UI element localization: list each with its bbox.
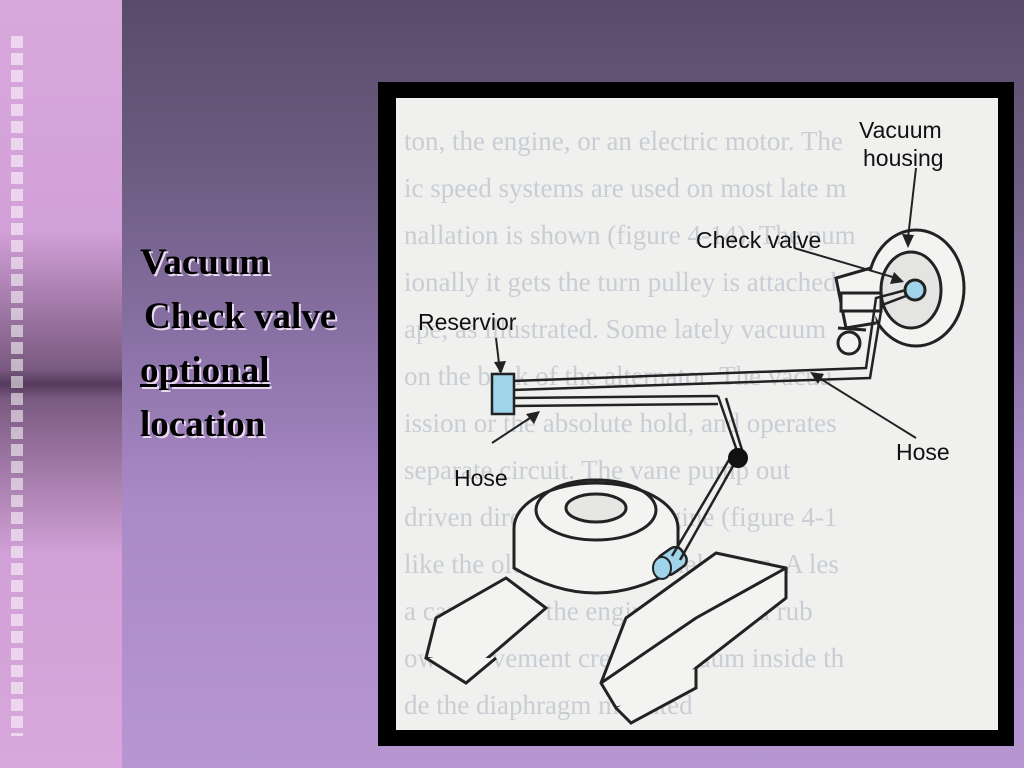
background-text-line: ape, as illustrated. Some lately vacuum bbox=[404, 314, 826, 344]
title-line-4: location bbox=[140, 404, 266, 445]
label-reservior: Reservior bbox=[418, 309, 517, 335]
hose-lines bbox=[511, 288, 907, 561]
background-text-line: ton, the engine, or an electric motor. T… bbox=[404, 126, 843, 156]
square-pattern bbox=[8, 36, 26, 736]
background-text-line: ic speed systems are used on most late m bbox=[404, 173, 846, 203]
background-text-line: ission or the absolute hold, and operate… bbox=[404, 408, 837, 438]
label-vacuum-line1: Vacuum bbox=[859, 117, 942, 143]
label-check-valve: Check valve bbox=[696, 227, 821, 253]
diagram-frame: ton, the engine, or an electric motor. T… bbox=[378, 82, 1014, 746]
vacuum-housing-drawing bbox=[834, 228, 966, 356]
vacuum-diagram: ton, the engine, or an electric motor. T… bbox=[404, 117, 966, 725]
title-line-2: Check valve bbox=[144, 296, 337, 337]
label-hose-left: Hose bbox=[454, 465, 508, 491]
background-text-line: ionally it gets the turn pulley is attac… bbox=[404, 267, 837, 297]
title-line-3: optional bbox=[140, 350, 270, 391]
arrow-heads bbox=[494, 234, 914, 424]
leader-lines bbox=[491, 167, 917, 444]
check-valve-dot bbox=[728, 448, 748, 468]
label-vacuum-line2: housing bbox=[863, 145, 944, 171]
reservior-tank bbox=[490, 372, 516, 416]
background-text-line: nallation is shown (figure 4-14). The pu… bbox=[404, 220, 856, 250]
decorative-strip bbox=[0, 0, 122, 768]
label-hose-right: Hose bbox=[896, 439, 950, 465]
title-line-1: Vacuum bbox=[140, 242, 271, 283]
engine-drawing bbox=[424, 478, 788, 725]
slide-title: Vacuum Check valve optional location bbox=[140, 236, 385, 452]
diagram-image: ton, the engine, or an electric motor. T… bbox=[396, 98, 998, 730]
